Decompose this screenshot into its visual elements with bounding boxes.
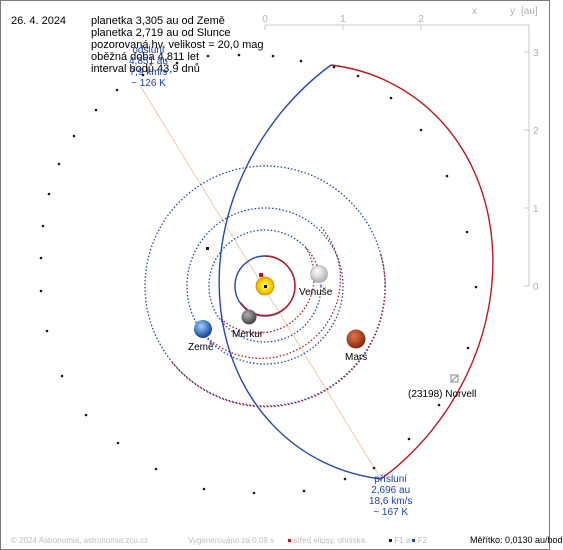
sun-focus-marker xyxy=(264,285,267,288)
orbit-dot xyxy=(175,61,179,65)
orbit-dot xyxy=(45,329,49,333)
legend-center-text: střed elipsy, ohniska xyxy=(293,536,366,545)
aphelion-temperature: ~ 126 K xyxy=(131,78,166,89)
orbit-dot xyxy=(445,174,449,178)
aphelion-distance: 4,851 au xyxy=(129,56,168,67)
orbit-dot xyxy=(39,256,43,260)
earth-icon xyxy=(194,320,212,338)
orbit-dot xyxy=(84,413,88,417)
orbit-dot xyxy=(437,403,441,407)
ellipse-markers xyxy=(206,247,263,277)
mars-orbit xyxy=(144,165,386,407)
y-tick-label-1: 1 xyxy=(533,204,539,215)
orbit-dot xyxy=(299,59,303,63)
orbit-dot xyxy=(72,134,76,138)
info-interval: interval bodů 43,9 dnů xyxy=(91,63,200,75)
aphelion-title: odsluní xyxy=(132,45,165,56)
focus-marker-icon xyxy=(389,539,392,543)
orbit-dot xyxy=(206,54,210,58)
orbit-dot xyxy=(47,192,51,196)
x-axis-label: x xyxy=(472,6,477,17)
orbit-dot xyxy=(237,53,241,57)
legend-f1-text: F1 a xyxy=(394,536,411,545)
mars-label: Mars xyxy=(345,352,367,363)
orbit-dot xyxy=(343,477,347,481)
info-magnitude: pozorovaná hv. velikost = 20,0 mag xyxy=(91,39,264,51)
perihelion-temperature: ~ 167 K xyxy=(373,507,409,518)
venus-orbit xyxy=(208,229,322,343)
axis-unit-label: [au] xyxy=(521,6,538,17)
perihelion-label: přísluní 2,696 au 18,6 km/s ~ 167 K xyxy=(369,474,412,518)
info-distance-sun: planetka 2,719 au od Slunce xyxy=(91,27,231,39)
orbit-dot xyxy=(39,289,43,293)
planet-orbits xyxy=(144,165,386,408)
orbit-dot xyxy=(372,466,376,470)
orbit-dot xyxy=(389,96,393,100)
x-tick-label-2: 2 xyxy=(418,14,424,25)
perihelion-speed: 18,6 km/s xyxy=(369,496,413,507)
scale-label: Měřítko: 0,0130 au/bod xyxy=(470,535,563,545)
orbit-dot xyxy=(154,467,158,471)
orbit-dot xyxy=(332,65,336,69)
y-tick-label-2: 2 xyxy=(533,126,539,137)
ellipse-center-marker xyxy=(259,273,263,277)
orbit-dot xyxy=(202,487,206,491)
asteroid-orbit xyxy=(218,64,494,480)
focus-f2-marker-icon xyxy=(412,539,416,543)
x-tick-label-0: 0 xyxy=(262,14,268,25)
legend-f2-text: F2 xyxy=(417,536,428,545)
earth-orbit xyxy=(186,207,344,365)
orbit-dot xyxy=(60,374,64,378)
center-marker-icon xyxy=(288,539,291,543)
footer-legend-foci: F1 a F2 xyxy=(389,536,427,545)
y-tick-label-0: 0 xyxy=(533,282,539,293)
orbit-dot xyxy=(115,88,119,92)
footer-generated: Vygenerováno za 0,09 s xyxy=(188,536,274,545)
footer-copyright[interactable]: © 2024 Astronomia, astronomia.zcu.cz xyxy=(11,536,149,545)
mercury-label: Merkur xyxy=(232,329,264,340)
aphelion-speed: 7,9 km/s xyxy=(129,67,168,78)
orbit-dot xyxy=(356,74,360,78)
orbit-dot xyxy=(94,108,98,112)
orbit-dot xyxy=(252,491,256,495)
asteroid-orbit-south-arc xyxy=(330,64,494,480)
asteroid-label: (23198) Norvell xyxy=(408,389,476,400)
y-axis-label: y xyxy=(510,6,515,17)
orbit-dot xyxy=(271,54,275,58)
asteroid-orbit-dots xyxy=(39,53,478,495)
orbit-dot xyxy=(465,230,469,234)
earth-label: Země xyxy=(188,342,214,353)
aphelion-label: odsluní 4,851 au 7,9 km/s ~ 126 K xyxy=(129,45,168,89)
date-label: 26. 4. 2024 xyxy=(11,15,67,27)
footer-legend-center: střed elipsy, ohniska xyxy=(288,536,365,545)
orbit-dot xyxy=(466,346,470,350)
orbit-dot xyxy=(141,73,145,77)
info-period: oběžná doba 4,811 let xyxy=(91,51,200,63)
focus-f1-marker xyxy=(206,247,209,250)
perihelion-title: přísluní xyxy=(374,474,408,485)
orbit-dot xyxy=(41,224,45,228)
mercury-orbit-south xyxy=(240,255,296,317)
orbit-dot xyxy=(407,437,411,441)
orbit-dot xyxy=(419,128,423,132)
venus-label: Venuše xyxy=(299,287,333,298)
perihelion-distance: 2,696 au xyxy=(371,485,411,496)
orbit-dot xyxy=(57,162,61,166)
x-tick-label-1: 1 xyxy=(340,14,346,25)
info-distance-earth: planetka 3,305 au od Země xyxy=(91,15,225,27)
orbit-diagram: 0 1 2 x y [au] 3 2 1 0 xyxy=(39,6,539,495)
venus-icon xyxy=(310,265,328,283)
orbit-dot xyxy=(116,441,120,445)
mars-icon xyxy=(346,329,366,349)
y-tick-label-3: 3 xyxy=(533,48,539,59)
orbit-dot xyxy=(302,489,306,493)
axes: 0 1 2 x y [au] 3 2 1 0 xyxy=(262,6,539,293)
asteroid-orbit-north-arc xyxy=(218,64,382,480)
mercury-icon xyxy=(241,309,257,325)
orbit-dot xyxy=(474,285,478,289)
asteroid-icon-mark xyxy=(451,375,458,382)
